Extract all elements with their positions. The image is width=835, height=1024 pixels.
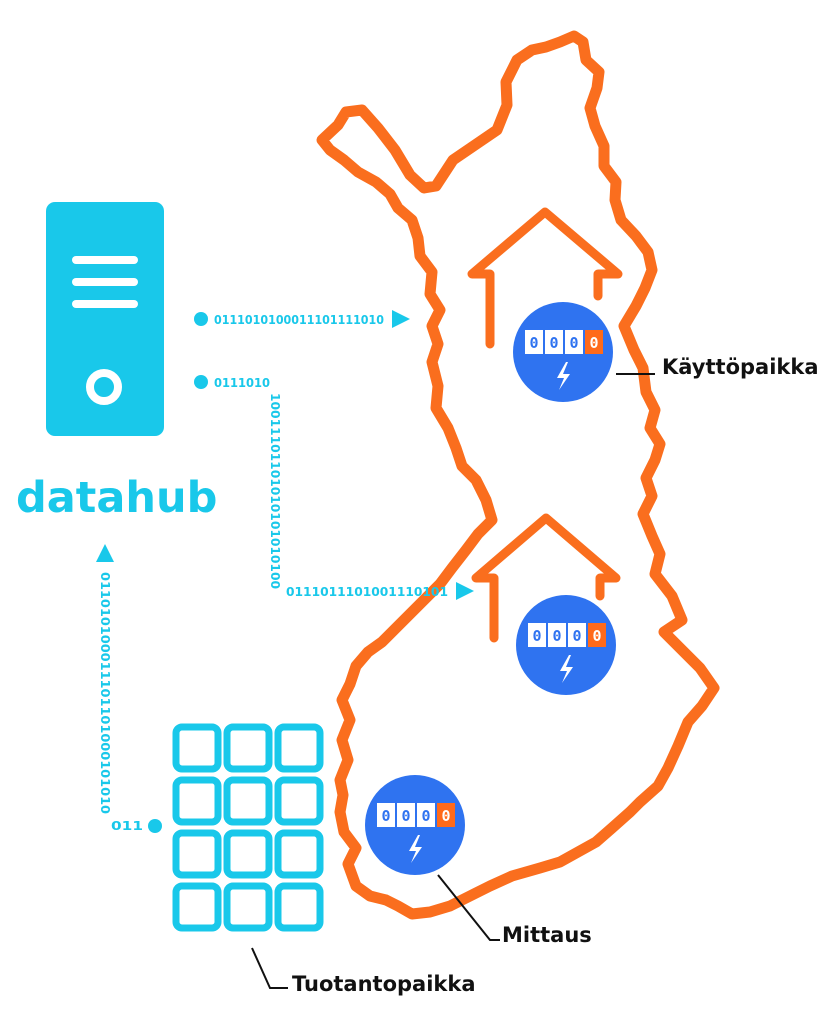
arrow-head-icon bbox=[392, 310, 410, 328]
meter-digit: 0 bbox=[401, 807, 410, 825]
house-icon bbox=[467, 207, 623, 349]
solar-panel-grid-icon bbox=[172, 723, 324, 932]
meter-digit: 0 bbox=[569, 334, 578, 352]
lightning-bolt-icon bbox=[409, 835, 422, 863]
electricity-meter-icon: 0 0 0 0 bbox=[365, 775, 465, 875]
data-stream-south-part1: 0111010 bbox=[214, 375, 270, 390]
lightning-bolt-icon bbox=[557, 362, 570, 390]
stream-start-dot bbox=[194, 312, 208, 326]
meter-digit: 0 bbox=[441, 807, 450, 825]
measurement-label: Mittaus bbox=[502, 923, 592, 947]
meter-digit: 0 bbox=[549, 334, 558, 352]
electricity-meter-icon: 0 0 0 0 bbox=[513, 302, 613, 402]
data-stream-south-part3: 0111011101001110101 bbox=[286, 584, 448, 599]
data-stream-south-part2: 10011101101010101010100 bbox=[268, 393, 283, 589]
data-stream-north: 0111010100011101111010 bbox=[214, 312, 384, 327]
meter-digit: 0 bbox=[572, 627, 581, 645]
leader-line bbox=[437, 874, 500, 941]
arrow-head-icon bbox=[456, 582, 474, 600]
consumption-site-label: Käyttöpaikka bbox=[662, 355, 819, 379]
house-icon bbox=[471, 513, 621, 643]
server-icon bbox=[46, 202, 164, 436]
country-outline bbox=[316, 30, 720, 920]
arrow-head-icon bbox=[96, 544, 114, 562]
datahub-label: datahub bbox=[16, 473, 217, 523]
meter-digit: 0 bbox=[552, 627, 561, 645]
data-stream-production-prefix: 011 bbox=[111, 818, 143, 833]
meter-digit: 0 bbox=[421, 807, 430, 825]
stream-start-dot bbox=[194, 375, 208, 389]
electricity-meter-icon: 0 0 0 0 bbox=[516, 595, 616, 695]
leader-line bbox=[251, 947, 288, 989]
meter-digit: 0 bbox=[381, 807, 390, 825]
meter-digit: 0 bbox=[529, 334, 538, 352]
meter-digit: 0 bbox=[532, 627, 541, 645]
stream-end-dot bbox=[148, 819, 162, 833]
data-stream-production: 011010100011101101000101010 bbox=[98, 572, 113, 814]
production-site-label: Tuotantopaikka bbox=[292, 972, 476, 996]
meter-digit: 0 bbox=[589, 334, 598, 352]
meter-digit: 0 bbox=[592, 627, 601, 645]
lightning-bolt-icon bbox=[560, 655, 573, 683]
